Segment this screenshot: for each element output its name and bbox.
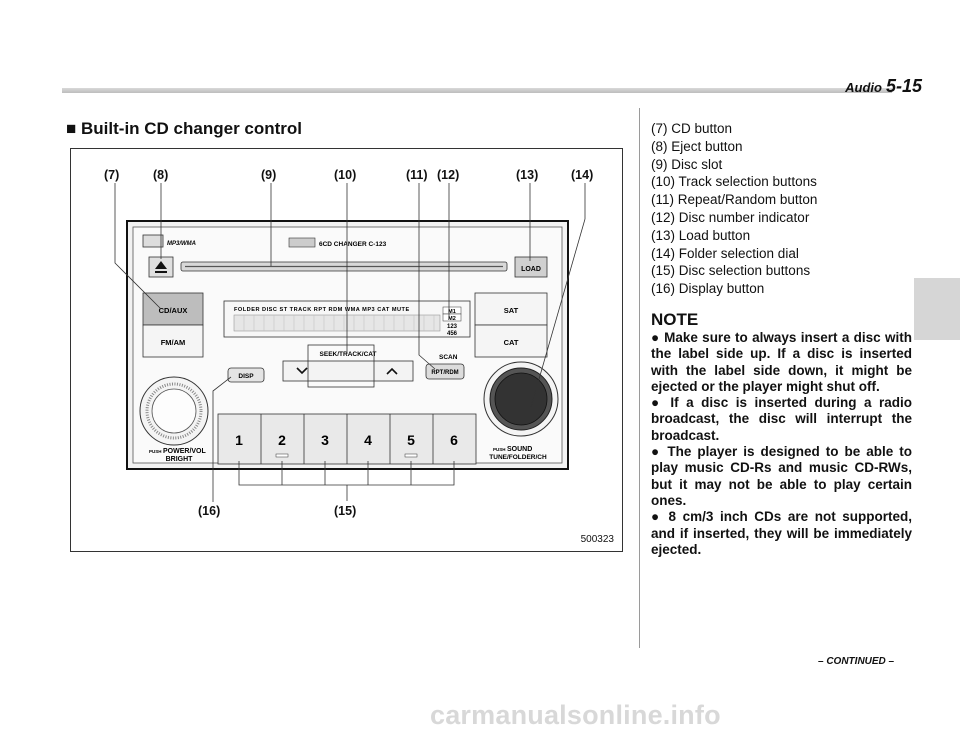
list-item: (12) Disc number indicator <box>651 209 810 225</box>
cat-label: CAT <box>504 338 519 347</box>
bullet-icon: ● <box>651 330 665 345</box>
key-5-tick-icon <box>404 453 418 458</box>
sound-label: SOUND <box>507 446 532 453</box>
header-page-number: 5-15 <box>885 76 922 96</box>
brand-label: 6CD CHANGER C-123 <box>319 241 387 248</box>
seek-track-label: SEEK/TRACK/CAT <box>320 351 377 358</box>
list-item: (8) Eject button <box>651 138 743 154</box>
column-divider <box>639 108 640 648</box>
list-item: (11) Repeat/Random button <box>651 192 818 208</box>
list-item: (9) Disc slot <box>651 156 723 172</box>
cd-aux-label: CD/AUX <box>159 306 188 315</box>
callout-7: (7) <box>104 168 119 182</box>
section-title: ■ Built-in CD changer control <box>66 119 302 139</box>
bullet-icon: ● <box>651 395 671 411</box>
segment-display <box>233 314 441 332</box>
callout-leader-lines <box>114 183 586 502</box>
disc-indicator-m2: M2 <box>448 316 456 322</box>
note-bullet: ● If a disc is inserted during a radio b… <box>651 395 912 443</box>
callout-12: (12) <box>437 168 459 182</box>
load-label: LOAD <box>521 266 541 273</box>
push-left-label: PUSH <box>149 449 162 454</box>
callout-14: (14) <box>571 168 593 182</box>
list-item: (10) Track selection buttons <box>651 174 817 190</box>
cd-changer-figure: (7) (8) (9) (10) (11) (12) (13) (14) (15… <box>70 148 623 552</box>
bullet-icon: ● <box>651 509 669 525</box>
disc-button-1[interactable]: 1 <box>235 432 243 448</box>
disc-button-2[interactable]: 2 <box>278 432 286 448</box>
cd-aux-button[interactable] <box>142 292 204 326</box>
disc-button-6[interactable]: 6 <box>450 432 458 448</box>
bullet-icon: ● <box>651 444 668 460</box>
disc-button-3[interactable]: 3 <box>321 432 329 448</box>
note-heading: NOTE <box>651 310 699 329</box>
list-item: (7) CD button <box>651 121 733 136</box>
power-vol-label: POWER/VOL <box>163 448 207 455</box>
disc-indicator-m2-box <box>442 313 462 322</box>
sat-label: SAT <box>504 306 519 315</box>
disc-number-indicator-b: 456 <box>447 331 458 337</box>
cd-logo-icon <box>142 234 164 248</box>
fm-am-label: FM/AM <box>161 338 186 347</box>
disc-button-4[interactable]: 4 <box>364 432 372 448</box>
callout-10: (10) <box>334 168 356 182</box>
bright-label: BRIGHT <box>166 456 194 463</box>
disp-button[interactable] <box>227 367 265 383</box>
disc-indicator-m1: M1 <box>448 309 456 315</box>
push-right-label: PUSH <box>493 447 506 452</box>
list-item: (16) Display button <box>651 281 765 297</box>
list-item: (14) Folder selection dial <box>651 245 799 261</box>
tune-folder-label: TUNE/FOLDER/CH <box>489 454 547 461</box>
callout-11: (11) <box>406 168 428 182</box>
mp3-wma-logo: MP3/WMA <box>167 241 196 247</box>
load-button[interactable] <box>514 256 548 278</box>
list-item: (15) Disc selection buttons <box>651 263 811 279</box>
callout-9: (9) <box>261 168 276 182</box>
display-indicator-labels: FOLDER DISC ST TRACK RPT RDM WMA MP3 CAT… <box>234 307 410 313</box>
list-item: (13) Load button <box>651 227 751 243</box>
component-list: (7) CD button (8) Eject button (9) Disc … <box>651 120 817 298</box>
key-2-tick-icon <box>275 453 289 458</box>
chapter-tab <box>914 278 960 340</box>
disp-label: DISP <box>238 373 254 380</box>
header-bar <box>62 88 892 93</box>
callout-16: (16) <box>198 504 220 518</box>
disc-number-indicator-a: 123 <box>447 324 458 330</box>
callout-13: (13) <box>516 168 538 182</box>
chevron-up-icon <box>386 367 398 375</box>
disc-button-5[interactable]: 5 <box>407 432 415 448</box>
scan-label: SCAN <box>439 354 458 361</box>
note-bullet: ● The player is designed to be able to p… <box>651 444 912 508</box>
brand-badge-icon <box>288 237 316 248</box>
section-title-text: Built-in CD changer control <box>81 119 303 138</box>
rpt-rdm-label: RPT/RDM <box>431 370 458 376</box>
watermark: carmanualsonline.info <box>430 700 721 730</box>
track-selection-buttons[interactable] <box>282 360 414 382</box>
callout-15: (15) <box>334 504 356 518</box>
section-bullet-icon: ■ <box>66 119 77 138</box>
cat-button[interactable] <box>474 324 548 358</box>
sat-button[interactable] <box>474 292 548 326</box>
callout-8: (8) <box>153 168 168 182</box>
eject-icon <box>155 261 167 273</box>
fm-am-button[interactable] <box>142 324 204 358</box>
continued-label: – CONTINUED – <box>818 656 895 667</box>
note-bullets: ● Make sure to always insert a disc with… <box>651 330 912 558</box>
note-bullet: ● 8 cm/3 inch CDs are not supported, and… <box>651 509 913 557</box>
rpt-rdm-button[interactable] <box>425 363 465 380</box>
note-bullet: ● Make sure to always insert a disc with… <box>651 330 913 394</box>
figure-code: 500323 <box>580 534 614 545</box>
header-section: Audio <box>845 80 882 95</box>
chevron-down-icon <box>296 367 308 375</box>
